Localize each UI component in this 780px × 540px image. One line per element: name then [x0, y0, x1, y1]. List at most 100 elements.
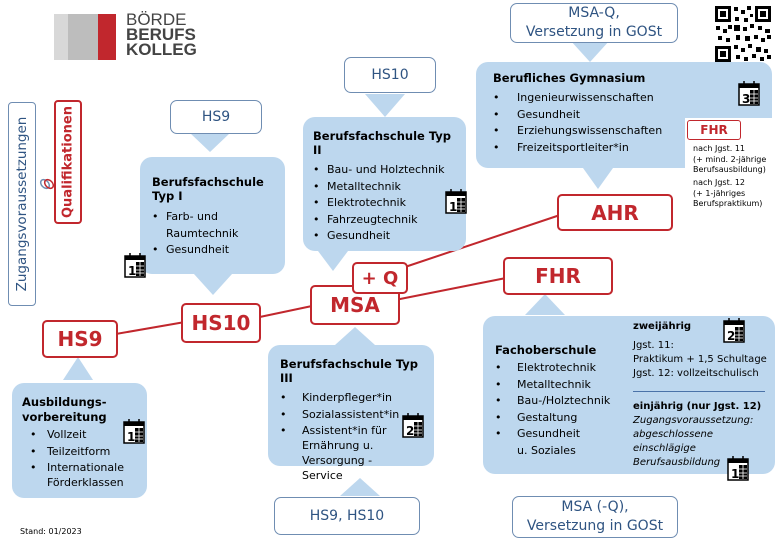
list-item: Vollzeit: [30, 427, 141, 444]
list-item: Metalltechnik: [495, 377, 610, 394]
list-item: Internationale Förderklassen: [30, 460, 141, 490]
note-line: nach Jgst. 11: [693, 144, 745, 153]
fos-zugang-line: Berufsausbildung: [633, 457, 721, 468]
card-list: Vollzeit Teilzeitform Internationale För…: [22, 427, 141, 490]
note-line: Berufsausbildung): [693, 165, 766, 174]
calendar-years: 1: [128, 264, 137, 278]
calendar-years: 3: [742, 92, 751, 106]
card-title: Ausbildungs-vorbereitung: [22, 395, 107, 424]
list-item: Gestaltung: [495, 410, 610, 427]
requirement-line: HS10: [371, 66, 409, 83]
list-item: Gesundheit u. Soziales: [495, 426, 589, 459]
side-label-qualifikationen: Qualifikationen: [60, 106, 76, 218]
list-item: Metalltechnik: [313, 179, 460, 196]
bg-fhr-note-2: nach Jgst. 12 (+ 1-jähriges Berufsprakti…: [693, 178, 762, 210]
card-title: Berufsfachschule Typ II: [313, 129, 452, 157]
qualification-hs10: HS10: [181, 303, 261, 343]
requirement-line: HS9: [201, 108, 231, 125]
card-title: Fachoberschule: [495, 343, 597, 357]
fos-zugang-line: abgeschlossene: [633, 429, 713, 440]
list-item: Fahrzeugtechnik: [313, 212, 460, 229]
fos-zweijaehrig: zweijährig: [633, 321, 692, 332]
logo-text: BÖRDE BERUFS KOLLEG: [126, 10, 197, 59]
card-title: Berufliches Gymnasium: [493, 71, 646, 85]
requirement-msa-gost-bottom: MSA (-Q), Versetzung in GOSt: [512, 496, 678, 538]
list-item: Ingenieurwissenschaften: [493, 90, 766, 107]
bg-fhr-note-1: nach Jgst. 11 (+ mind. 2-jährige Berufsa…: [693, 144, 766, 176]
card-bfs-typ-3: Berufsfachschule Typ III Kinderpfleger*i…: [268, 345, 434, 482]
logo-line-3: KOLLEG: [126, 40, 197, 59]
note-line: nach Jgst. 12: [693, 178, 745, 187]
note-line: Berufspraktikum): [693, 199, 763, 208]
requirement-hs9-top: HS9: [170, 100, 262, 134]
calendar-icon: [723, 318, 745, 343]
fos-detail: zweijährig Jgst. 11: Praktikum + 1,5 Sch…: [633, 320, 767, 470]
qualification-hs9: HS9: [42, 320, 118, 358]
card-title: Berufsfachschule Typ III: [280, 357, 419, 385]
logo-line-1: BÖRDE: [126, 10, 187, 29]
requirement-line: Versetzung in GOSt: [525, 24, 663, 40]
list-item: Erziehungswissenschaften: [493, 123, 766, 140]
requirement-line: Versetzung in GOSt: [526, 518, 664, 534]
card-bfs-typ-2: Berufsfachschule Typ II Bau- und Holztec…: [303, 117, 466, 251]
calendar-years: 1: [731, 467, 740, 481]
side-label-zugang-box: Zugangsvoraussetzungen: [8, 102, 36, 306]
calendar-icon: [445, 189, 467, 214]
requirement-hs9-hs10-bottom: HS9, HS10: [274, 497, 420, 535]
qualification-ahr: AHR: [557, 194, 673, 231]
fos-zugang-line: einschlägige: [633, 443, 696, 454]
side-label-qualifikationen-box: Qualifikationen: [54, 100, 82, 224]
qr-code-icon: [714, 5, 772, 63]
list-item: Farb- und Raumtechnik: [152, 209, 261, 242]
calendar-icon: [123, 419, 145, 444]
card-list: Elektrotechnik Metalltechnik Bau-/Holzte…: [495, 360, 610, 459]
qualification-plus-q: + Q: [352, 262, 408, 294]
card-bfs-typ-1: Berufsfachschule Typ I Farb- und Raumtec…: [140, 157, 285, 274]
calendar-icon: [738, 81, 760, 106]
list-item: Kinderpfleger*in: [280, 390, 430, 407]
list-item: Teilzeitform: [30, 444, 141, 461]
link-icon: [39, 178, 55, 190]
note-line: (+ mind. 2-jährige: [693, 154, 767, 164]
requirement-line: MSA-Q,: [568, 5, 620, 21]
calendar-years: 2: [727, 329, 736, 343]
calendar-years: 1: [449, 200, 458, 214]
footer-stand: Stand: 01/2023: [20, 527, 82, 536]
logo-line-2: BERUFS: [126, 25, 196, 44]
requirement-line: HS9, HS10: [309, 507, 385, 524]
card-fachoberschule: Fachoberschule Elektrotechnik Metalltech…: [483, 316, 775, 474]
card-ausbildungsvorbereitung: Ausbildungs-vorbereitung Vollzeit Teilze…: [12, 383, 147, 498]
card-list: Farb- und Raumtechnik Gesundheit: [152, 209, 277, 259]
note-line: (+ 1-jähriges: [693, 188, 746, 198]
list-item: Gesundheit: [493, 107, 766, 124]
fos-einjaehrig: einjährig (nur Jgst. 12): [633, 401, 762, 412]
calendar-years: 2: [406, 424, 415, 438]
list-item: Gesundheit: [313, 228, 460, 245]
requirement-msa-gost-top: MSA-Q, Versetzung in GOSt: [510, 3, 678, 43]
list-item: Elektrotechnik: [313, 195, 460, 212]
calendar-icon: [124, 253, 146, 278]
logo-mark-icon: [54, 14, 116, 60]
bg-fhr-panel: FHR nach Jgst. 11 (+ mind. 2-jährige Ber…: [685, 118, 775, 212]
card-list: Kinderpfleger*in Sozialassistent*in Assi…: [280, 390, 430, 483]
calendar-icon: [727, 456, 749, 481]
fos-jg11-label: Jgst. 11:: [633, 340, 674, 351]
list-item: Bau- und Holztechnik: [313, 162, 460, 179]
logo: BÖRDE BERUFS KOLLEG: [46, 11, 197, 62]
list-item: Freizeitsportleiter*in: [493, 140, 766, 157]
fos-zugang-label: Zugangsvoraussetzung:: [633, 415, 754, 426]
card-title: Berufsfachschule Typ I: [152, 175, 264, 203]
calendar-icon: [402, 413, 424, 438]
card-list: Bau- und Holztechnik Metalltechnik Elekt…: [313, 162, 460, 245]
fos-jg11-text: Praktikum + 1,5 Schultage: [633, 354, 767, 365]
fos-divider: [633, 391, 765, 392]
card-list: Ingenieurwissenschaften Gesundheit Erzie…: [493, 90, 766, 156]
list-item: Bau-/Holztechnik: [495, 393, 610, 410]
list-item: Assistent*in für Ernährung u. Versorgung…: [280, 423, 398, 483]
list-item: Elektrotechnik: [495, 360, 610, 377]
calendar-years: 1: [127, 430, 136, 444]
requirement-hs10-top: HS10: [344, 57, 436, 93]
bg-fhr-badge: FHR: [687, 120, 741, 140]
requirement-line: MSA (-Q),: [561, 499, 629, 515]
qualification-fhr: FHR: [503, 257, 613, 295]
